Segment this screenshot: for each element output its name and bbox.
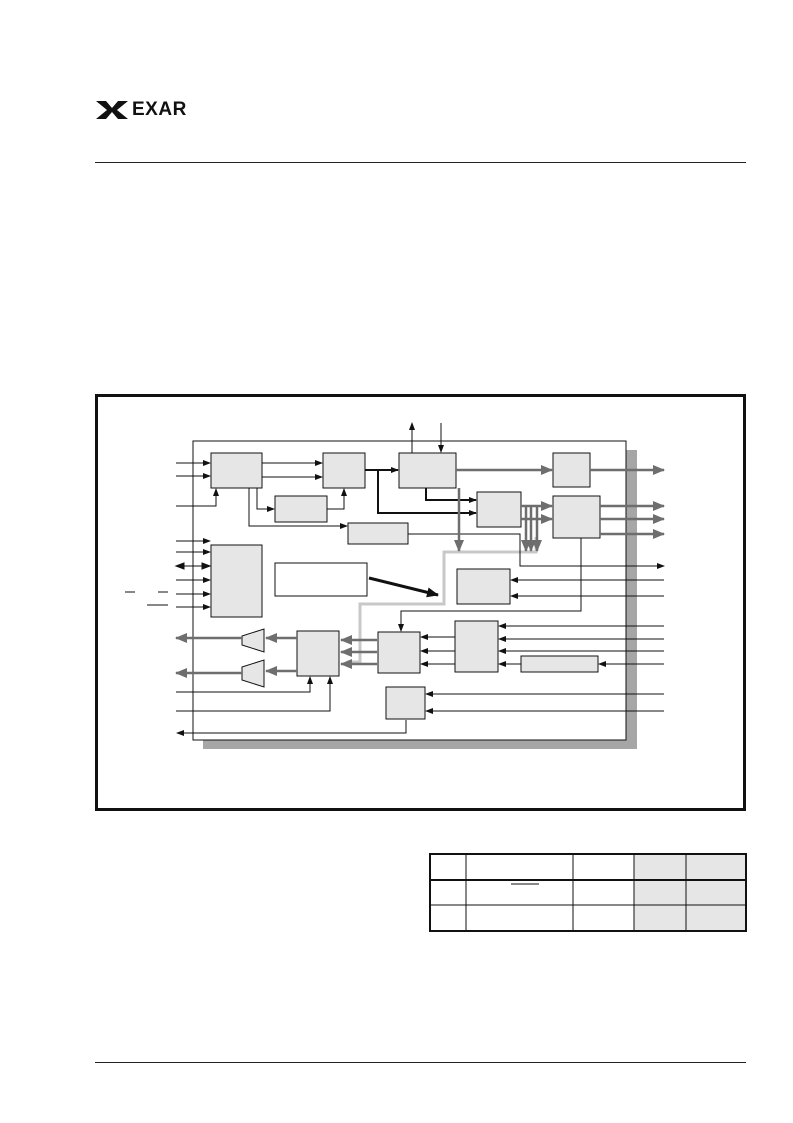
block-control bbox=[210, 544, 263, 618]
output-line-bottom bbox=[176, 720, 407, 736]
footer-divider bbox=[95, 1062, 746, 1063]
diagonal-arrow bbox=[368, 576, 439, 598]
block-small-1 bbox=[274, 495, 328, 523]
header-divider bbox=[95, 162, 746, 163]
internal-bus-path bbox=[347, 537, 538, 664]
block-right-mid bbox=[456, 568, 511, 605]
block-bar bbox=[347, 522, 409, 545]
block-diagram bbox=[125, 422, 665, 749]
bidir-arrow-right bbox=[201, 562, 212, 570]
link-5 bbox=[248, 488, 348, 529]
input-line-3 bbox=[176, 488, 219, 507]
logo-wordmark: EXAR bbox=[132, 99, 187, 120]
link-4 bbox=[327, 488, 347, 510]
block-mux-in bbox=[377, 631, 421, 674]
block-core bbox=[398, 452, 457, 489]
block-diagram-frame bbox=[95, 394, 746, 811]
block-decode bbox=[454, 620, 499, 673]
block-bottom bbox=[385, 686, 426, 720]
data-table bbox=[429, 853, 747, 932]
link-3 bbox=[256, 488, 275, 512]
table-shaded-columns bbox=[634, 855, 745, 930]
output-buffer-2 bbox=[241, 659, 265, 688]
output-buffer-1 bbox=[241, 628, 265, 653]
input-line-10 bbox=[176, 676, 313, 693]
block-out-right bbox=[552, 495, 601, 539]
bar-to-right bbox=[408, 533, 665, 569]
exar-chevron-logo-icon bbox=[96, 101, 128, 119]
exar-logo: EXAR bbox=[96, 99, 196, 121]
table-border bbox=[429, 853, 747, 932]
block-out-top bbox=[552, 452, 591, 488]
bidir-arrow-left bbox=[174, 562, 185, 570]
block-center bbox=[476, 491, 522, 528]
block-long bbox=[520, 655, 599, 673]
data-path-2 bbox=[377, 470, 477, 516]
block-driver bbox=[296, 630, 340, 677]
feedback-line bbox=[398, 538, 582, 632]
block-input-1 bbox=[210, 452, 263, 489]
block-mid-1 bbox=[322, 452, 366, 489]
block-label-box bbox=[274, 562, 368, 597]
input-line-11 bbox=[176, 676, 333, 712]
